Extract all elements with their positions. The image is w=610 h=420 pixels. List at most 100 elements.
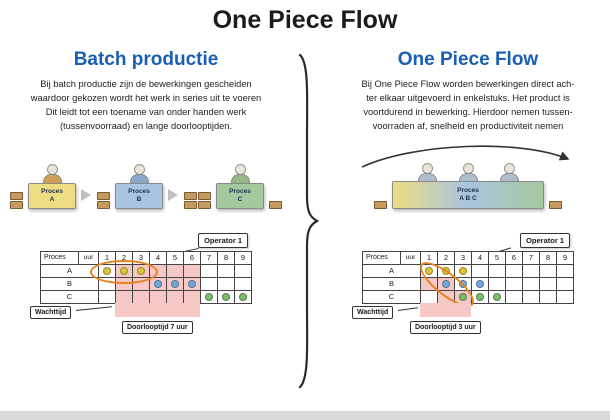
table-cell xyxy=(506,277,523,291)
row-label-cell: B xyxy=(363,277,421,291)
row-label-cell: C xyxy=(41,290,99,304)
table-cell xyxy=(489,264,506,278)
table-cell xyxy=(557,290,574,304)
worker-torso-icon xyxy=(230,173,250,184)
worker-icon xyxy=(42,163,62,184)
batch-heading: Batch productie xyxy=(73,49,219,70)
hour-header-cell: 4 xyxy=(150,251,167,265)
station-code: A xyxy=(49,195,55,203)
table-cell xyxy=(218,277,235,291)
hour-header-cell: 5 xyxy=(167,251,184,265)
wachttijd-label: Wachttijd xyxy=(352,305,394,319)
flow-arrow-icon xyxy=(168,188,178,201)
page-title: One Piece Flow xyxy=(212,6,398,34)
table-cell xyxy=(201,277,218,291)
hour-header-cell: 6 xyxy=(184,251,201,265)
batch-flow-diagram: Proces A Proces B xyxy=(0,147,292,209)
wip-dot xyxy=(476,279,484,288)
table-cell xyxy=(438,277,455,291)
crate-icon xyxy=(10,200,23,209)
table-cell xyxy=(489,290,506,304)
process-station-c: Proces C xyxy=(216,163,264,209)
hour-header-cell: 4 xyxy=(472,251,489,265)
workers-row xyxy=(417,162,519,183)
wip-dot xyxy=(442,279,450,288)
table-cell xyxy=(235,277,252,291)
inventory-crates xyxy=(97,191,110,209)
wip-dot xyxy=(239,292,247,301)
operator-label: Operator 1 xyxy=(520,232,570,248)
station-box-abc: Proces A B C xyxy=(392,180,544,209)
worker-torso-icon xyxy=(417,172,437,183)
worker-torso-icon xyxy=(42,173,62,184)
process-station-a: Proces A xyxy=(28,163,76,209)
row-label-cell: A xyxy=(363,264,421,278)
station-code: C xyxy=(237,195,243,203)
worker-torso-icon xyxy=(499,172,519,183)
worker-icon xyxy=(129,163,149,184)
uur-header-cell: uur xyxy=(79,251,99,265)
hour-header-cell: 1 xyxy=(421,251,438,265)
wip-dot xyxy=(442,266,450,275)
table-cell xyxy=(235,264,252,278)
table-cell xyxy=(218,290,235,304)
crate-icon xyxy=(269,200,282,209)
table-cell xyxy=(557,264,574,278)
inventory-crates xyxy=(374,200,387,209)
flow-arrow-icon xyxy=(81,188,91,201)
table-row: B xyxy=(41,277,252,291)
opf-heading: One Piece Flow xyxy=(397,49,539,70)
crate-icon xyxy=(549,200,562,209)
proces-header-cell: Proces xyxy=(363,251,401,265)
table-cell xyxy=(472,290,489,304)
inventory-crates xyxy=(10,191,23,209)
table-cell xyxy=(218,264,235,278)
wip-dot xyxy=(459,279,467,288)
station-label: Proces xyxy=(128,187,150,195)
crate-icon xyxy=(10,191,23,200)
crate-icon xyxy=(184,191,197,200)
hour-header-cell: 9 xyxy=(557,251,574,265)
table-cell xyxy=(235,290,252,304)
table-cell xyxy=(201,290,218,304)
wip-dot xyxy=(188,279,196,288)
wip-dot xyxy=(459,292,467,301)
table-cell xyxy=(540,264,557,278)
hour-header-cell: 3 xyxy=(455,251,472,265)
bottom-bar xyxy=(0,411,610,420)
table-cell xyxy=(421,264,438,278)
wip-dot xyxy=(205,292,213,301)
table-cell xyxy=(506,290,523,304)
hour-header-cell: 7 xyxy=(523,251,540,265)
crate-icon xyxy=(374,200,387,209)
wip-dot xyxy=(493,292,501,301)
doorlooptijd-label: Doorlooptijd 7 uur xyxy=(122,320,193,334)
leader-line xyxy=(76,305,112,311)
worker-icon xyxy=(417,162,437,183)
station-label: Proces xyxy=(41,187,63,195)
worker-icon xyxy=(458,162,478,183)
crate-icon xyxy=(97,191,110,200)
wip-dot xyxy=(222,292,230,301)
table-cell xyxy=(167,264,184,278)
inventory-crates xyxy=(184,191,211,209)
leadtime-strip xyxy=(115,302,200,317)
table-cell xyxy=(523,290,540,304)
worker-torso-icon xyxy=(129,173,149,184)
table-cell xyxy=(99,277,116,291)
batch-description: Bij batch productie zijn de bewerkingen … xyxy=(30,79,262,131)
table-cell xyxy=(150,277,167,291)
station-box-c: Proces C xyxy=(216,182,264,209)
wachttijd-label: Wachttijd xyxy=(30,305,72,319)
opf-description: Bij One Piece Flow worden bewerkingen di… xyxy=(361,79,575,131)
table-cell xyxy=(455,277,472,291)
table-cell xyxy=(184,277,201,291)
table-cell xyxy=(523,277,540,291)
table-cell xyxy=(472,264,489,278)
